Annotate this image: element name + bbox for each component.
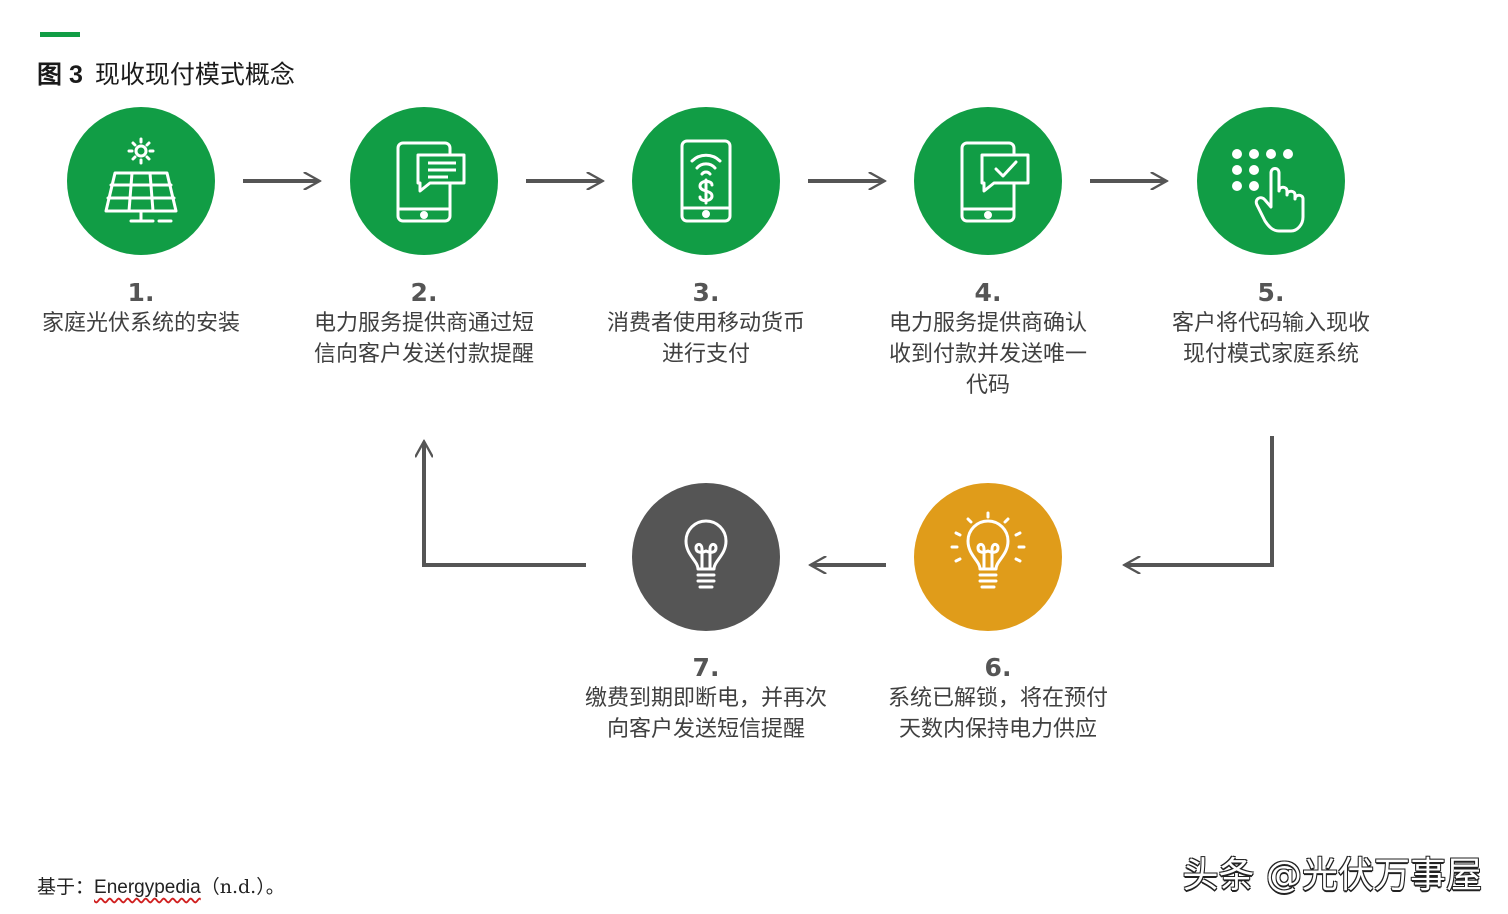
arrow-7-2 xyxy=(424,443,586,567)
step-7-text-line-2: 向客户发送短信提醒 xyxy=(606,717,805,742)
step-2-circle xyxy=(350,107,498,255)
arrow-5-6 xyxy=(1126,436,1274,565)
step-7-circle xyxy=(632,483,780,631)
step-6-label: 6. 系统已解锁，将在预付 天数内保持电力供应 xyxy=(858,653,1138,745)
step-3-number: 3. xyxy=(692,278,720,307)
source-note: 基于：Energypedia（n.d.）。 xyxy=(37,872,285,899)
mobile-payment-icon xyxy=(680,139,732,223)
source-suffix: （n.d.）。 xyxy=(200,876,285,898)
step-6-number: 6. xyxy=(984,653,1012,682)
step-7-text-line-1: 缴费到期即断电，并再次 xyxy=(584,686,827,711)
step-7-label: 7. 缴费到期即断电，并再次 向客户发送短信提醒 xyxy=(566,653,846,745)
step-3-label: 3. 消费者使用移动货币 进行支付 xyxy=(576,278,836,370)
step-7-number: 7. xyxy=(692,653,720,682)
step-6-text-line-2: 天数内保持电力供应 xyxy=(898,717,1097,742)
lightbulb-lit-icon xyxy=(950,511,1026,589)
step-4-circle xyxy=(914,107,1062,255)
accent-bar xyxy=(40,32,80,37)
step-1-label: 1. 家庭光伏系统的安装 xyxy=(21,278,261,339)
step-4-text-line-1: 电力服务提供商确认 xyxy=(888,311,1087,336)
step-3-text-line-1: 消费者使用移动货币 xyxy=(606,311,805,336)
step-5-label: 5. 客户将代码输入现收 现付模式家庭系统 xyxy=(1141,278,1401,370)
step-3-circle xyxy=(632,107,780,255)
figure-title-text: 现收现付模式概念 xyxy=(94,60,295,89)
step-4-text-line-3: 代码 xyxy=(965,373,1010,398)
keypad-hand-icon xyxy=(1232,149,1305,233)
step-4-number: 4. xyxy=(974,278,1002,307)
solar-panel-icon xyxy=(104,137,178,223)
step-2-text-line-2: 信向客户发送付款提醒 xyxy=(313,342,534,367)
step-2-number: 2. xyxy=(410,278,438,307)
step-4-label: 4. 电力服务提供商确认 收到付款并发送唯一 代码 xyxy=(858,278,1118,401)
step-5-text-line-1: 客户将代码输入现收 xyxy=(1171,311,1370,336)
step-1-circle xyxy=(67,107,215,255)
lightbulb-off-icon xyxy=(684,519,728,589)
step-5-text-line-2: 现付模式家庭系统 xyxy=(1182,342,1359,367)
step-3-text-line-2: 进行支付 xyxy=(661,342,750,367)
figure-title: 图 3 现收现付模式概念 xyxy=(37,55,295,91)
step-4-text-line-2: 收到付款并发送唯一 xyxy=(888,342,1087,367)
step-1-text-line-1: 家庭光伏系统的安装 xyxy=(41,311,240,336)
source-prefix: 基于： xyxy=(37,876,95,898)
phone-confirm-icon xyxy=(960,141,1030,223)
figure-number: 图 3 xyxy=(37,61,83,89)
watermark: 头条 @光伏万事屋 xyxy=(1182,855,1482,896)
step-6-circle xyxy=(914,483,1062,631)
step-5-circle xyxy=(1197,107,1345,255)
phone-sms-icon xyxy=(396,141,466,223)
step-2-label: 2. 电力服务提供商通过短 信向客户发送付款提醒 xyxy=(294,278,554,370)
step-1-number: 1. xyxy=(127,278,155,307)
step-2-text-line-1: 电力服务提供商通过短 xyxy=(313,311,534,336)
step-5-number: 5. xyxy=(1257,278,1285,307)
source-link[interactable]: Energypedia xyxy=(94,877,201,898)
step-6-text-line-1: 系统已解锁，将在预付 xyxy=(887,686,1108,711)
